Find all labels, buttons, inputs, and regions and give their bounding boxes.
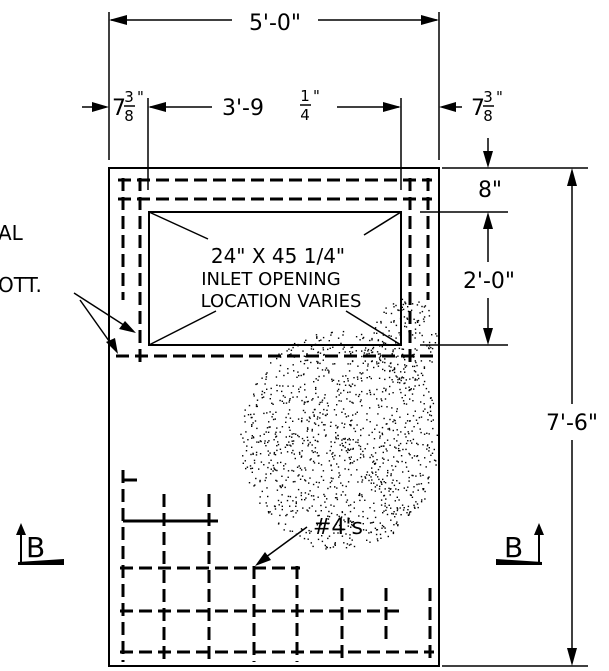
concrete-stipple: [240, 298, 438, 550]
dim-left-offset-num: 3: [124, 88, 134, 106]
dim-right-side: 8" 2'-0" 7'-6": [420, 138, 598, 667]
inlet-opening: 24" X 45 1/4" INLET OPENING LOCATION VAR…: [148, 211, 402, 346]
dim-row-offsets: 7 3 8 " 3'-9 1 4 " 7 3 8 ": [82, 87, 503, 190]
section-marker-left: B: [16, 523, 64, 565]
section-label-right: B: [504, 531, 523, 564]
dim-left-offset-inch: ": [137, 88, 144, 106]
slab-outline: [108, 167, 440, 667]
dim-text-opening-height: 2'-0": [463, 269, 515, 294]
rebar-opening-frame: [116, 178, 436, 365]
section-marker-right: B: [496, 523, 544, 565]
opening-text-label: INLET OPENING: [201, 269, 340, 290]
opening-text-location: LOCATION VARIES: [201, 291, 362, 312]
opening-text-size: 24" X 45 1/4": [211, 244, 345, 268]
dim-left-offset-den: 8: [124, 107, 134, 125]
dim-inner-width-den: 4: [300, 106, 310, 124]
dim-right-offset-whole: 7: [471, 96, 485, 121]
dim-right-offset-den: 8: [483, 107, 493, 125]
rebar-grid: [120, 470, 434, 662]
dim-text-overall-width: 5'-0": [249, 11, 301, 36]
dim-inner-width-num: 1: [300, 87, 310, 105]
dim-right-offset-num: 3: [483, 88, 493, 106]
section-label-left: B: [26, 531, 45, 564]
note-left-partial-2: OTT.: [0, 273, 42, 297]
dim-text-overall-height: 7'-6": [546, 411, 598, 436]
dim-inner-width-main: 3'-9: [222, 96, 264, 121]
leaders: [73, 292, 308, 566]
note-left-partial-1: AL: [0, 221, 24, 245]
dim-left-offset-whole: 7: [112, 96, 126, 121]
dim-text-top-edge: 8": [478, 178, 502, 203]
dim-overall-width: 5'-0": [108, 11, 440, 160]
note-rebar-label: #4's: [313, 515, 363, 540]
dim-inner-width-inch: ": [313, 87, 320, 105]
dim-right-offset-inch: ": [496, 88, 503, 106]
